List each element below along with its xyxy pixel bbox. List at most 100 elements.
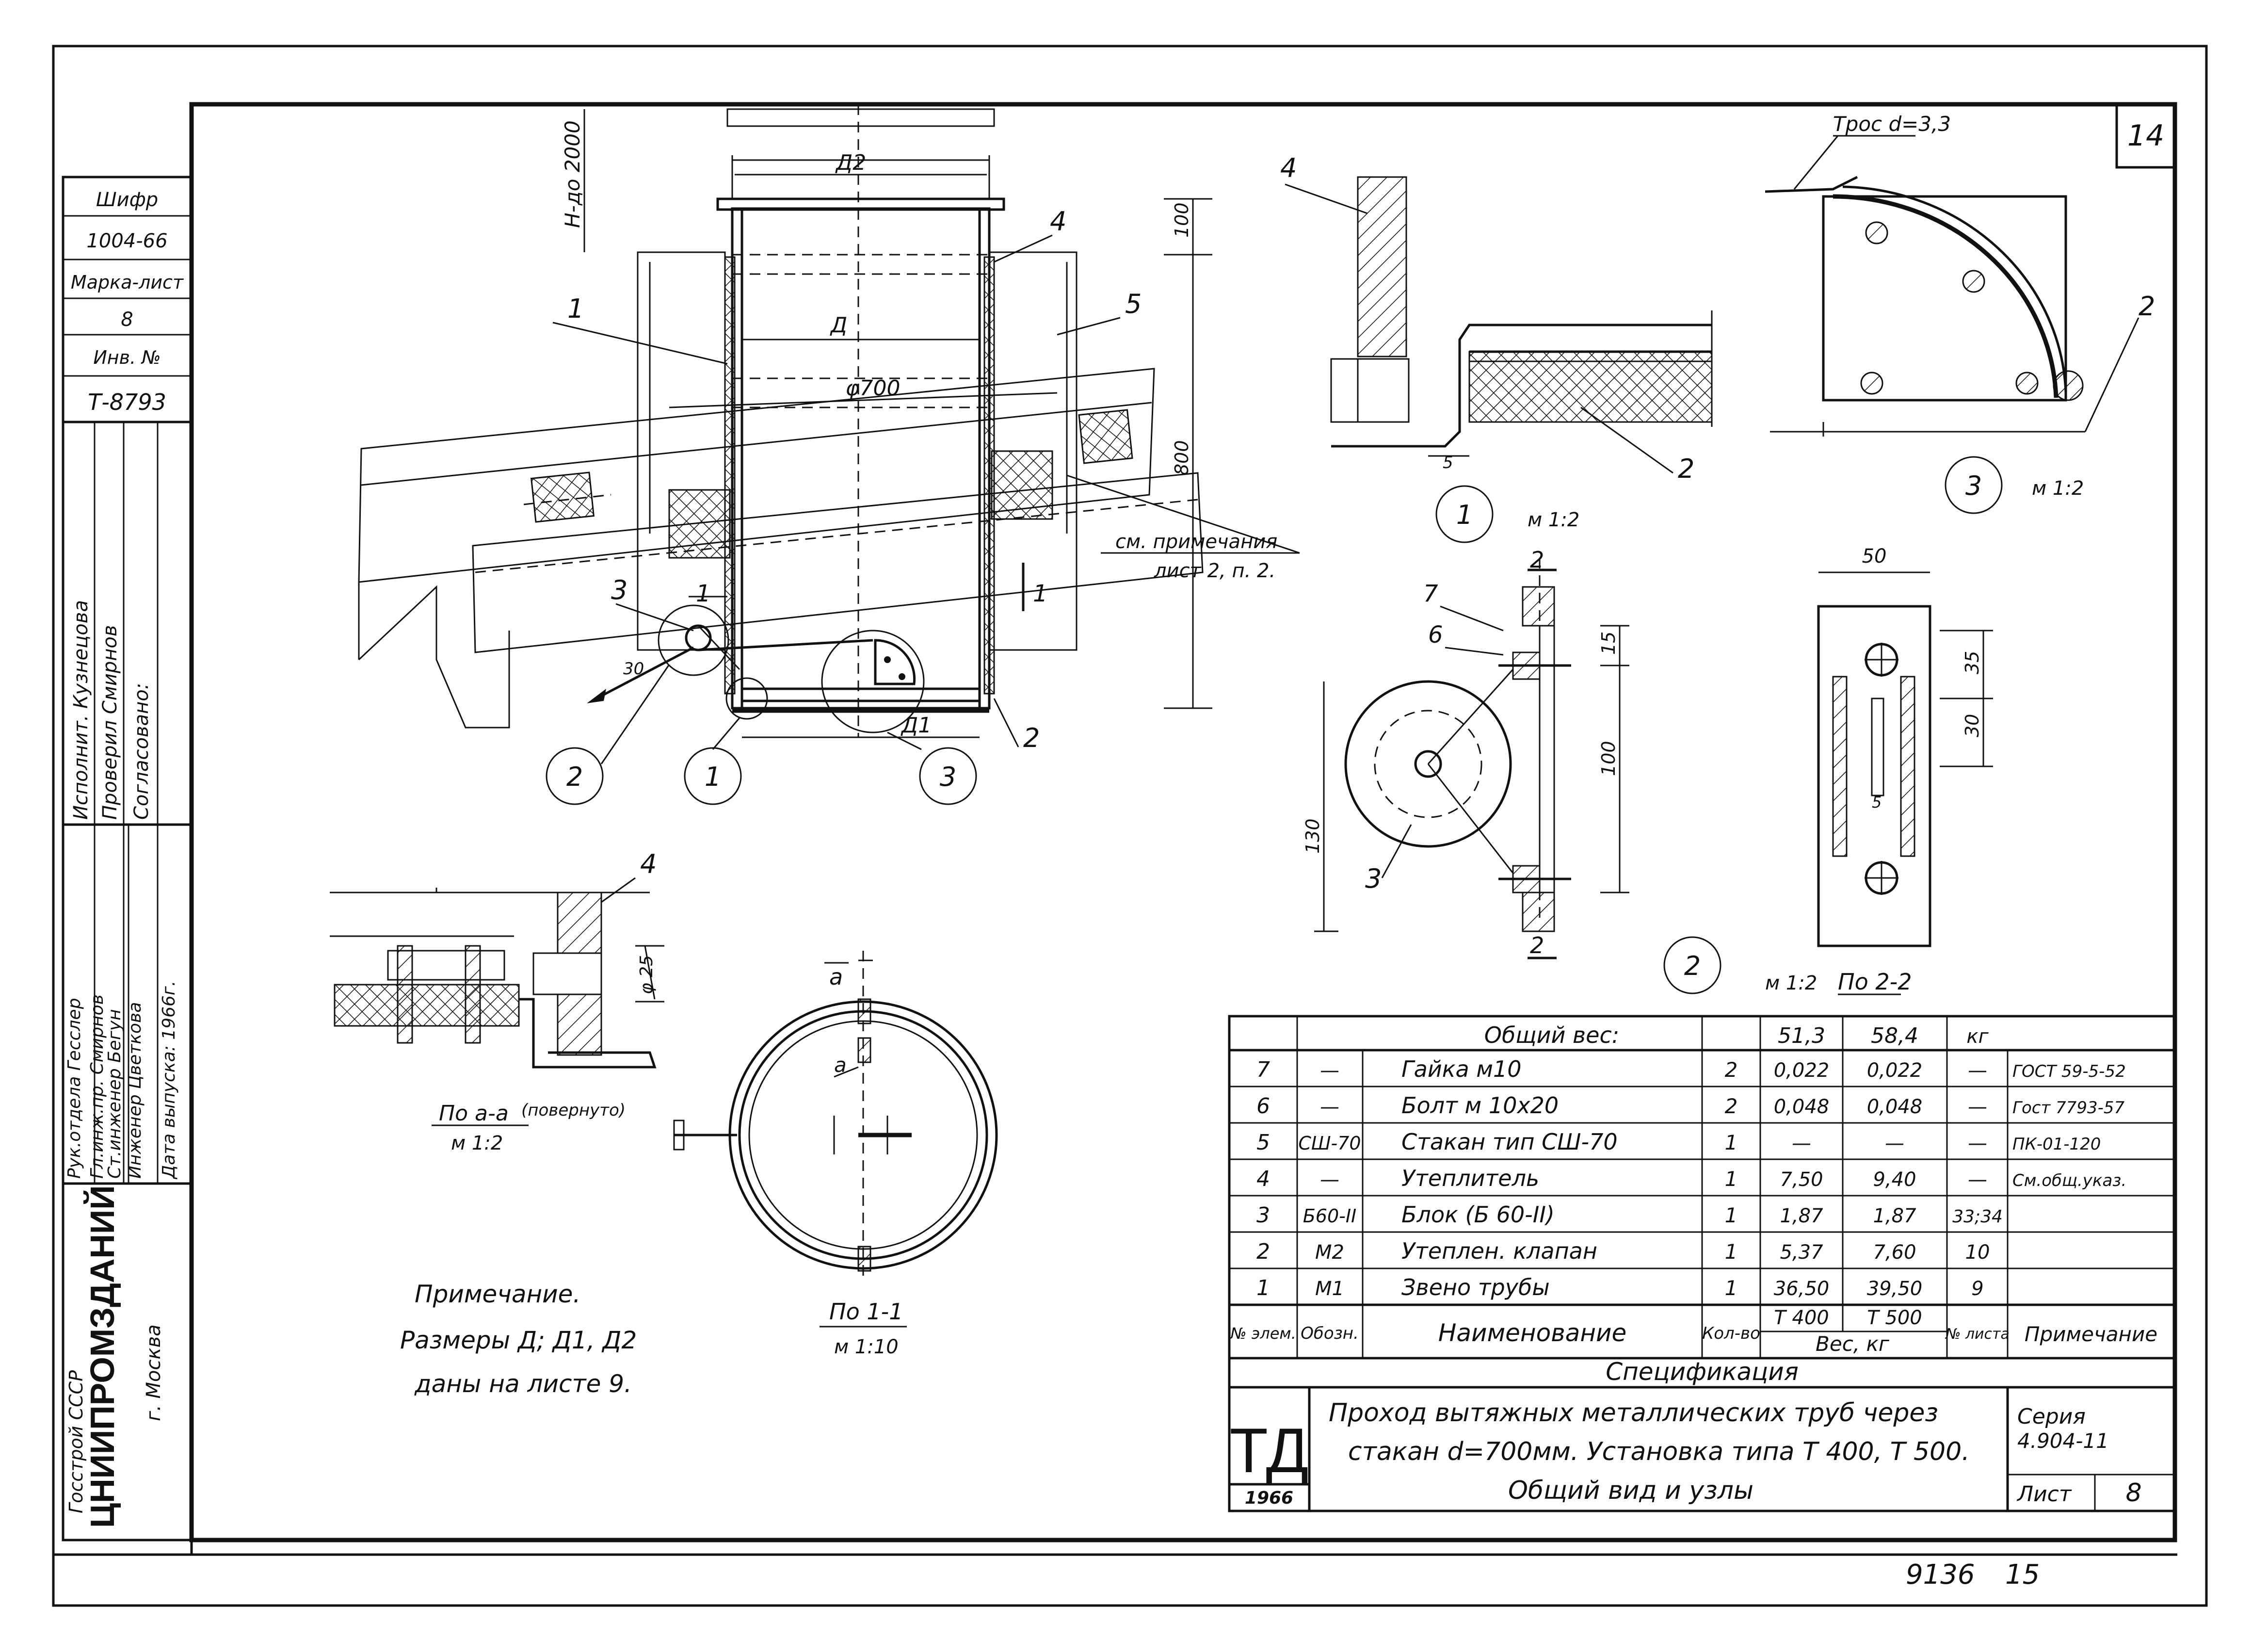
dim-d1: Д1	[901, 713, 932, 738]
spec-hdr-sheet: № листа	[1945, 1326, 2010, 1343]
callout-5-main: 5	[1125, 289, 1142, 319]
node2-section-title: По 2-2	[1838, 969, 1912, 995]
spec-cell-sheet: —	[1968, 1096, 1987, 1118]
node2-scale: м 1:2	[1765, 972, 1817, 994]
table-row: 6 — Болт м 10х20 2 0,048 0,048 — Гост 77…	[1256, 1092, 2124, 1119]
section-mark-right: 1	[1033, 580, 1048, 607]
spec-cell-t500: 9,40	[1873, 1168, 1916, 1191]
spec-cell-qty: 1	[1725, 1203, 1738, 1227]
inv-value: Т-8793	[88, 389, 166, 415]
section-a-title-note: (повернуто)	[521, 1101, 626, 1120]
callout-1-main: 1	[567, 293, 584, 324]
spec-cell-t500: 0,048	[1867, 1096, 1923, 1118]
spec-cell-sheet: —	[1968, 1059, 1987, 1082]
spec-cell-n: 7	[1256, 1057, 1270, 1082]
title-line1: Проход вытяжных металлических труб через	[1329, 1398, 1938, 1428]
spec-total-t500: 58,4	[1871, 1023, 1918, 1048]
node2-section-bottom: 2	[1530, 932, 1544, 958]
sign-row-6: Ст.инженер Бегун	[105, 1009, 125, 1179]
node2-callout-3: 3	[1365, 863, 1382, 894]
sign-row-7: Инженер Цветкова	[125, 1002, 145, 1179]
table-row: 5 СШ-70 Стакан тип СШ-70 1 — — — ПК-01-1…	[1256, 1129, 2101, 1155]
org-name: ЦНИИПРОМЗДАНИЙ	[83, 1185, 121, 1528]
title-line3: Общий вид и узлы	[1508, 1476, 1753, 1505]
section-a-callout-4: 4	[640, 849, 657, 879]
spec-cell-n: 4	[1256, 1167, 1270, 1191]
spec-cell-t400: 7,50	[1780, 1168, 1823, 1191]
node2-section-top: 2	[1530, 547, 1544, 573]
title-block: ТД 1966 Проход вытяжных металлических тр…	[1228, 1386, 2176, 1512]
spec-cell-sheet: 10	[1965, 1241, 1990, 1264]
sign-row-2: Проверил Смирнов	[99, 625, 121, 820]
dim-100-main: 100	[1171, 202, 1192, 238]
spec-cell-t400: 1,87	[1780, 1205, 1823, 1227]
spec-cell-name: Стакан тип СШ-70	[1401, 1129, 1618, 1155]
spec-cell-name: Болт м 10х20	[1401, 1092, 1559, 1119]
spec-cell-name: Утеплитель	[1401, 1165, 1539, 1191]
spec-cell-qty: 1	[1725, 1276, 1738, 1300]
node1-number: 1	[1456, 500, 1473, 530]
section-11-title: По 1-1	[829, 1298, 903, 1325]
spec-cell-n: 2	[1256, 1239, 1270, 1264]
node1-dim-5: 5	[1443, 453, 1453, 472]
node3-number: 3	[1965, 471, 1982, 501]
spec-cell-code: Б60-II	[1303, 1205, 1357, 1227]
sheet-number: 14	[2127, 119, 2164, 153]
plate-dim-30: 30	[1962, 714, 1983, 737]
node2-callout-7: 7	[1423, 580, 1438, 607]
spec-table: Общий вес: 51,3 58,4 кг 7 — Гайка м10 2 …	[1228, 1015, 2176, 1389]
drawing-note: Примечание. Размеры Д; Д1, Д2 даны на ли…	[400, 1280, 637, 1398]
spec-cell-t500: 1,87	[1873, 1205, 1916, 1227]
spec-cell-qty: 1	[1725, 1167, 1738, 1191]
left-stamp: Шифр 1004-66 Марка-лист 8 Инв. № Т-8793 …	[62, 176, 193, 1542]
section-a-scale: м 1:2	[451, 1132, 503, 1154]
spec-cell-qty: 2	[1725, 1094, 1738, 1118]
sign-row-5: Гл.инж.пр. Смирнов	[87, 994, 107, 1179]
outer-frame	[52, 45, 2208, 1607]
table-row: 3 Б60-II Блок (Б 60-II) 1 1,87 1,87 33;3…	[1256, 1201, 2003, 1228]
plate-dim-50: 50	[1862, 545, 1887, 568]
node3-callout-2: 2	[2139, 291, 2155, 322]
spec-cell-t500: 7,60	[1873, 1241, 1916, 1264]
section-11-mark-a-mid: а	[834, 1053, 847, 1077]
cable-label: Трос d=3,3	[1833, 112, 1951, 136]
sheet-number-box: 14	[2115, 103, 2176, 169]
main-view: Н-до 2000 100 800 Д2 Д φ700 Д1 30 1 4 5 …	[358, 104, 1300, 805]
spec-cell-code: СШ-70	[1298, 1133, 1361, 1154]
node2-dim-100: 100	[1598, 741, 1619, 776]
note-heading: Примечание.	[415, 1280, 580, 1308]
sign-row-1: Исполнит. Кузнецова	[70, 600, 92, 820]
spec-total-unit: кг	[1966, 1025, 1989, 1048]
sign-row-3: Согласовано:	[130, 683, 153, 820]
spec-caption: Спецификация	[1606, 1358, 1799, 1386]
spec-cell-sheet: —	[1968, 1132, 1987, 1154]
dim-d2: Д2	[835, 150, 866, 175]
spec-cell-sheet: 33;34	[1952, 1207, 2003, 1227]
spec-cell-name: Гайка м10	[1401, 1056, 1522, 1082]
sign-row-4: Рук.отдела Гесслер	[64, 998, 84, 1179]
dim-d: Д	[830, 313, 847, 338]
plate-dim-5: 5	[1872, 793, 1882, 811]
org-city: г. Москва	[143, 1324, 165, 1421]
callout-3-main: 3	[611, 575, 627, 605]
bottom-code-1: 9136	[1906, 1559, 1975, 1590]
spec-hdr-name: Наименование	[1438, 1319, 1627, 1347]
spec-cell-sheet: —	[1968, 1168, 1987, 1191]
spec-cell-qty: 2	[1725, 1058, 1738, 1082]
spec-cell-t500: —	[1885, 1132, 1904, 1154]
table-row: 4 — Утеплитель 1 7,50 9,40 — См.общ.указ…	[1256, 1165, 2126, 1191]
spec-cell-name: Утеплен. клапан	[1401, 1238, 1597, 1264]
node3-scale: м 1:2	[2032, 477, 2084, 500]
node2-number: 2	[1684, 951, 1701, 981]
section-a-a: φ 25 4 По а-а (повернуто) м 1:2	[330, 849, 664, 1154]
spec-total-label: Общий вес:	[1484, 1022, 1620, 1048]
section-a-dim-phi25: φ 25	[637, 955, 657, 994]
spec-cell-t400: 0,048	[1774, 1096, 1830, 1118]
spec-cell-note: ПК-01-120	[2012, 1135, 2101, 1154]
plate-dim-35: 35	[1962, 651, 1983, 674]
node1-callout-2: 2	[1678, 454, 1694, 484]
title-year: 1966	[1245, 1488, 1293, 1508]
note-line1: Размеры Д; Д1, Д2	[400, 1326, 637, 1354]
node2-dim-15: 15	[1598, 632, 1619, 655]
